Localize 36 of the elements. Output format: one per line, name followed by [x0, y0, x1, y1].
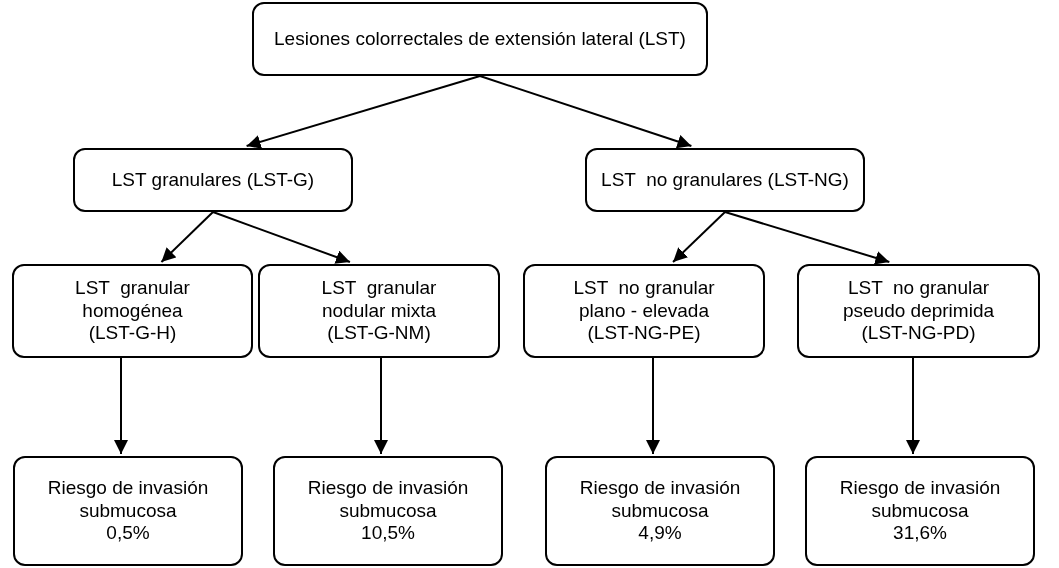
node-label: LST no granular pseudo deprimida (LST-NG-PD)	[841, 276, 995, 346]
arrow	[374, 357, 388, 455]
arrow	[212, 211, 351, 264]
node-label: Riesgo de invasión submucosa	[578, 476, 742, 523]
arrow	[114, 357, 128, 455]
rounded-box	[523, 264, 765, 358]
node-label: 31,6%	[893, 522, 947, 546]
arrow	[672, 211, 726, 263]
node-label: 4,9%	[638, 522, 682, 546]
node-label: LST granular nodular mixta (LST-G-NM)	[320, 276, 438, 346]
node-label: LST granulares (LST-G)	[111, 168, 315, 192]
node-label: Riesgo de invasión submucosa	[838, 476, 1002, 523]
rounded-box	[12, 264, 253, 358]
node-label: 0,5%	[106, 522, 150, 546]
rounded-box	[258, 264, 500, 358]
rounded-box	[252, 2, 708, 76]
arrow	[906, 357, 920, 455]
arrow	[724, 211, 891, 265]
rounded-box	[797, 264, 1040, 358]
node-label: Riesgo de invasión submucosa	[306, 476, 470, 523]
rounded-box	[545, 456, 775, 566]
rounded-box	[585, 148, 865, 212]
node-label: LST no granular plano - elevada (LST-NG-PE)	[572, 276, 716, 346]
rounded-box	[273, 456, 503, 566]
rounded-box	[13, 456, 243, 566]
node-label: Riesgo de invasión submucosa	[46, 476, 210, 523]
arrow	[245, 75, 481, 149]
node-label: LST granular homogénea (LST-G-H)	[74, 276, 191, 346]
arrow	[160, 211, 214, 263]
arrow	[479, 75, 693, 149]
rounded-box	[805, 456, 1035, 566]
rounded-box	[73, 148, 353, 212]
arrow	[646, 357, 660, 455]
node-label: LST no granulares (LST-NG)	[601, 168, 849, 192]
node-label: 10,5%	[361, 522, 415, 546]
node-label: Lesiones colorrectales de extensión lateral (LST)	[274, 27, 686, 51]
